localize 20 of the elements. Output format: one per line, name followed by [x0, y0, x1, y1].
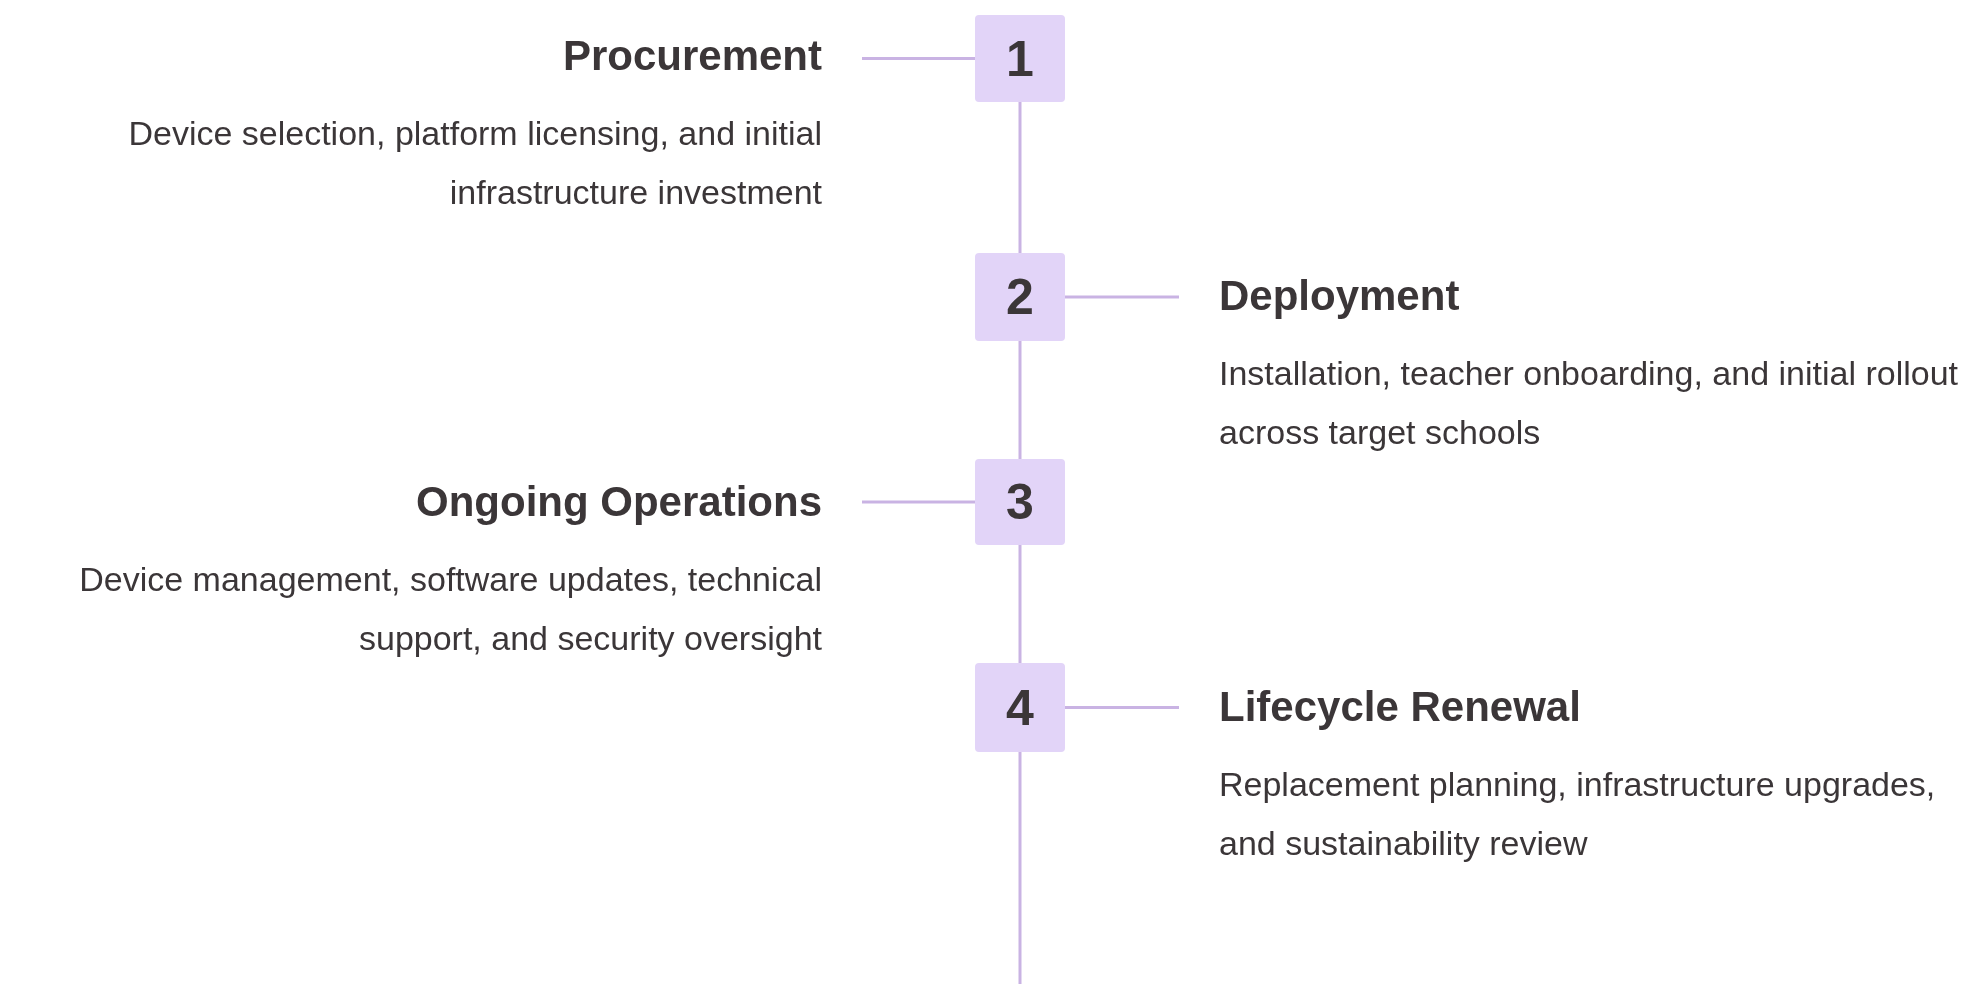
connector-line — [1018, 341, 1022, 459]
timeline-line — [1018, 752, 1022, 984]
stage-description: Device selection, platform licensing, and initial infrastructure investment — [127, 113, 822, 213]
connector-line — [1018, 102, 1022, 253]
stage-description: Device management, software updates, technical support, and security oversight — [78, 559, 822, 659]
step-number-marker: 1 — [975, 15, 1065, 102]
step-number-marker: 4 — [975, 663, 1065, 752]
connector-line — [1065, 295, 1179, 299]
stage-title: Ongoing Operations — [416, 477, 822, 527]
connector-line — [862, 500, 975, 504]
connector-line — [862, 57, 975, 60]
step-number-marker: 3 — [975, 459, 1065, 545]
stage-title: Deployment — [1219, 271, 1460, 321]
stage-title: Procurement — [562, 31, 822, 81]
stage-description: Installation, teacher onboarding, and initial rollout across target schools — [1219, 353, 1960, 453]
step-number-marker: 2 — [975, 253, 1065, 341]
connector-line — [1018, 545, 1022, 663]
stage-title: Lifecycle Renewal — [1219, 682, 1581, 732]
connector-line — [1065, 706, 1179, 709]
stage-description: Replacement planning, infrastructure upgrades, and sustainability review — [1219, 764, 1937, 864]
